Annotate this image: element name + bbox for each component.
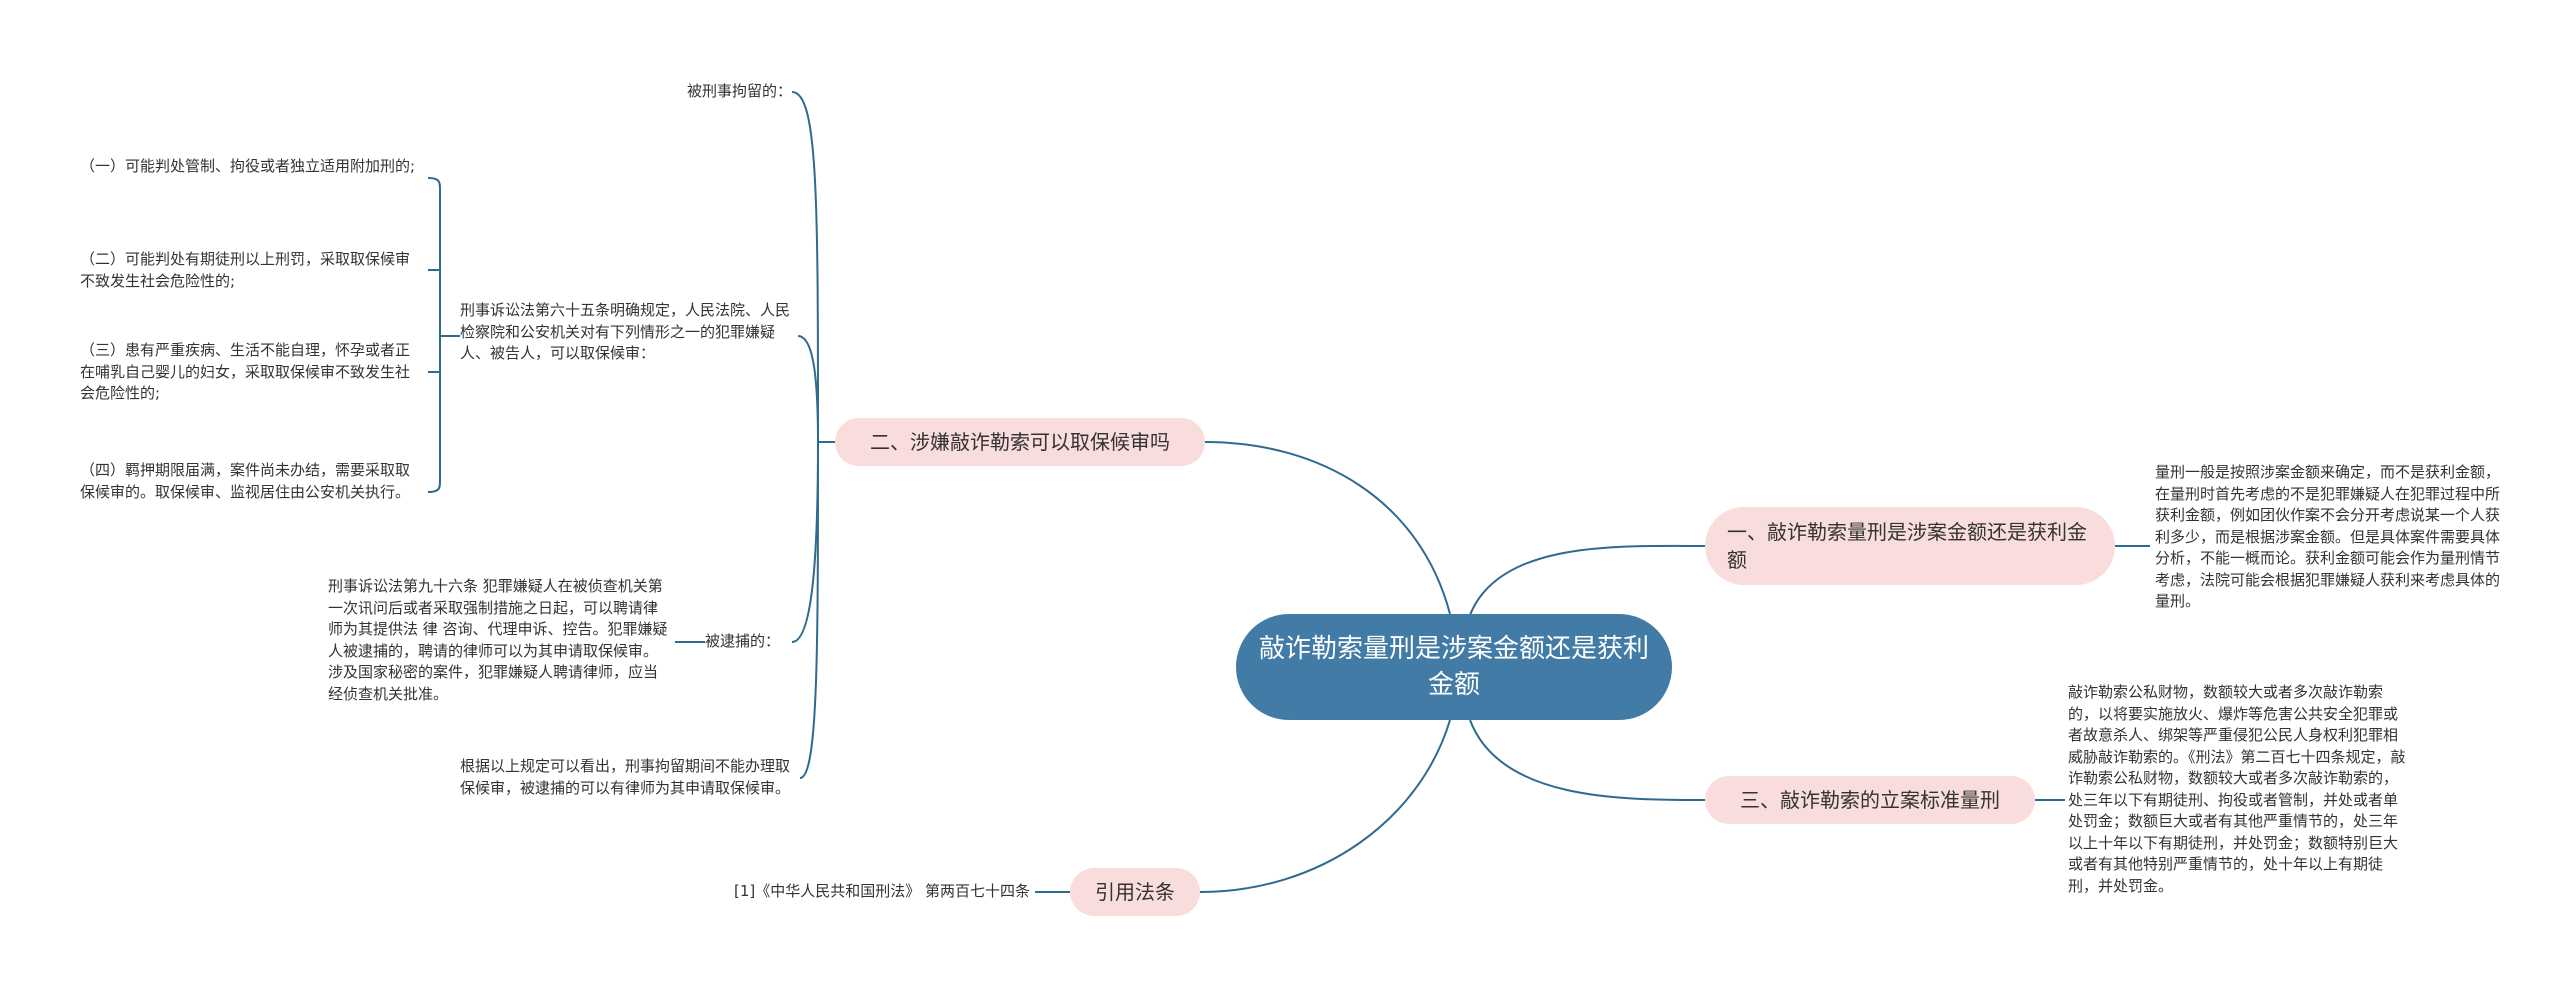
leaf-filing-standard-text: 敲诈勒索公私财物，数额较大或者多次敲诈勒索的，以将要实施放火、爆炸等危害公共安全… <box>2068 683 2406 895</box>
branch-cited-law[interactable]: 引用法条 <box>1070 868 1200 916</box>
edge-b2-conclusion <box>799 441 819 779</box>
leaf-article-96: 刑事诉讼法第九十六条 犯罪嫌疑人在被侦查机关第一次讯问后或者采取强制措施之日起，… <box>328 577 668 703</box>
leaf-detained: 被刑事拘留的： <box>686 82 792 100</box>
branch-amount-basis-label: 一、敲诈勒索量刑是涉案金额还是获利金额 <box>1727 520 2087 572</box>
bracket-conditions <box>427 177 441 493</box>
leaf-condition-2: （二）可能判处有期徒刑以上刑罚，采取取保候审不致发生社会危险性的; <box>80 250 411 290</box>
leaf-arrested: 被逮捕的： <box>705 632 781 650</box>
root-topic[interactable]: 敲诈勒索量刑是涉案金额还是获利金额 <box>1236 614 1672 720</box>
branch-cited-law-label: 引用法条 <box>1095 880 1175 904</box>
leaf-article-65: 刑事诉讼法第六十五条明确规定，人民法院、人民检察院和公安机关对有下列情形之一的犯… <box>460 301 791 362</box>
leaf-amount-basis-text: 量刑一般是按照涉案金额来确定，而不是获利金额，在量刑时首先考虑的不是犯罪嫌疑人在… <box>2155 463 2501 610</box>
leaf-condition-4: （四）羁押期限届满，案件尚未办结，需要采取取保候审的。取保候审、监视居住由公安机… <box>80 461 411 501</box>
edge-b2-arrested <box>791 441 819 643</box>
branch-filing-standard-label: 三、敲诈勒索的立案标准量刑 <box>1740 788 2000 812</box>
branch-amount-basis[interactable]: 一、敲诈勒索量刑是涉案金额还是获利金额 <box>1705 507 2115 585</box>
edge-root-b2 <box>1204 441 1451 615</box>
leaf-condition-1: （一）可能判处管制、拘役或者独立适用附加刑的; <box>80 157 416 175</box>
edge-root-b4 <box>1199 719 1451 893</box>
leaf-bail-conclusion: 根据以上规定可以看出，刑事拘留期间不能办理取保候审，被逮捕的可以有律师为其申请取… <box>460 757 791 797</box>
branch-bail[interactable]: 二、涉嫌敲诈勒索可以取保候审吗 <box>835 418 1205 466</box>
edge-b2-detained <box>791 91 819 443</box>
edge-root-b1 <box>1469 544 1706 616</box>
edge-root-b3 <box>1469 719 1706 801</box>
leaf-law-citation: [1]《中华人民共和国刑法》 第两百七十四条 <box>733 882 1030 900</box>
root-topic-label: 敲诈勒索量刑是涉案金额还是获利金额 <box>1258 634 1649 700</box>
branch-filing-standard[interactable]: 三、敲诈勒索的立案标准量刑 <box>1705 776 2035 824</box>
branch-bail-label: 二、涉嫌敲诈勒索可以取保候审吗 <box>870 430 1170 454</box>
edge-b2-art65 <box>797 335 819 443</box>
leaf-condition-3: （三）患有严重疾病、生活不能自理，怀孕或者正在哺乳自己婴儿的妇女，采取取保候审不… <box>80 341 411 402</box>
